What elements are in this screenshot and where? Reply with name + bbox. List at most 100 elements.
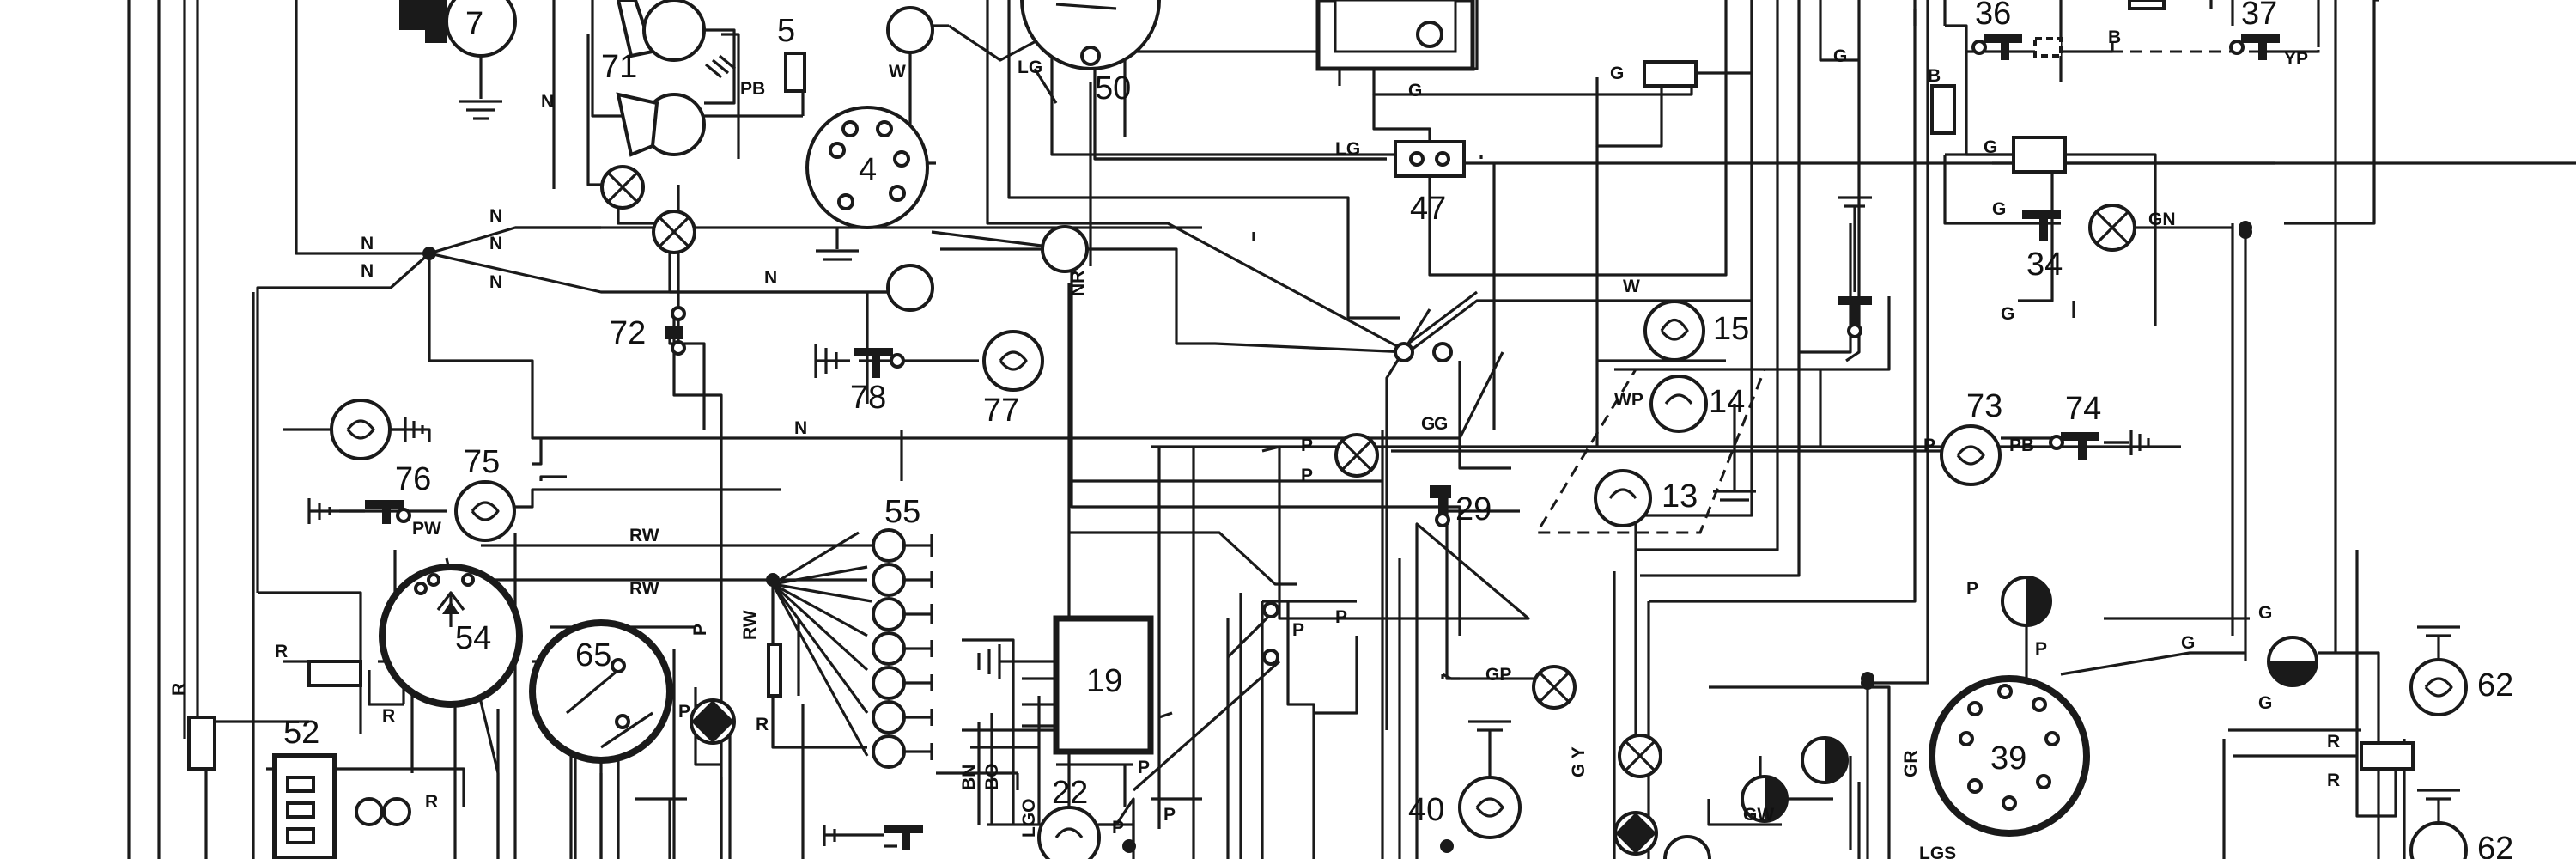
svg-text:LG: LG (1335, 139, 1360, 159)
component-54: 54 RW RW (379, 526, 659, 708)
svg-text:NR: NR (1068, 271, 1088, 296)
svg-text:P: P (1301, 436, 1313, 455)
svg-text:19: 19 (1086, 663, 1122, 699)
svg-text:22: 22 (1052, 775, 1088, 811)
svg-text:R: R (382, 706, 395, 726)
switch-bottom-T (823, 825, 923, 850)
component-15: 15 W (1623, 277, 1749, 362)
component-62b: 62 R R (2327, 732, 2513, 859)
svg-text:36: 36 (1975, 0, 2011, 32)
svg-text:74: 74 (2065, 391, 2101, 427)
svg-text:N: N (764, 268, 777, 288)
svg-text:34: 34 (2026, 247, 2063, 283)
svg-text:B: B (1928, 66, 1941, 86)
svg-text:N: N (489, 272, 502, 292)
svg-text:15: 15 (1713, 311, 1749, 347)
svg-text:BO: BO (982, 764, 1002, 791)
svg-text:4: 4 (859, 152, 877, 188)
wire-labels: N N N N N N N N PB W G (361, 62, 1448, 438)
svg-text:RW: RW (629, 526, 659, 545)
svg-text:W: W (1623, 277, 1640, 296)
svg-text:G: G (1421, 414, 1435, 434)
component-39: 39 GR G LGS (1861, 633, 2195, 859)
switch-ground-T (1838, 196, 1872, 338)
component-40: 40 (1408, 720, 1522, 839)
component-29: 29 G (1421, 414, 1492, 527)
svg-text:PW: PW (412, 519, 441, 539)
svg-text:P: P (1335, 607, 1347, 627)
svg-text:PB: PB (2009, 436, 2034, 455)
component-52: 52 R (272, 715, 438, 859)
svg-text:37: 37 (2241, 0, 2277, 32)
component-37: 37 YP (2128, 0, 2308, 69)
relay-P: P P (1262, 601, 1347, 666)
lamp-GP: GP (1485, 665, 1577, 710)
component-5: 5 (777, 13, 806, 93)
svg-text:LGO: LGO (1019, 799, 1039, 838)
svg-text:B: B (2108, 27, 2121, 47)
svg-text:72: 72 (610, 315, 646, 351)
fuse-R: R R R (169, 642, 395, 771)
svg-text:7: 7 (465, 6, 483, 42)
component-4: 4 (805, 106, 929, 261)
svg-text:55: 55 (884, 494, 920, 530)
svg-text:YP: YP (2284, 49, 2308, 69)
black-white-lamp: P (690, 624, 736, 745)
svg-text:75: 75 (464, 444, 500, 480)
component-65: 65 P (529, 619, 690, 764)
wiring-harness (127, 0, 2576, 859)
svg-text:W: W (889, 62, 906, 82)
svg-text:40: 40 (1408, 792, 1444, 828)
svg-text:P: P (1163, 805, 1176, 825)
component-50: 50 LG (1018, 0, 1161, 107)
svg-text:P: P (678, 702, 690, 722)
component-72: 72 (610, 210, 696, 356)
svg-text:47: 47 (1410, 191, 1446, 227)
svg-text:5: 5 (777, 13, 795, 49)
svg-text:N: N (489, 206, 502, 226)
component-73: 73 P PB (1923, 388, 2034, 486)
svg-text:52: 52 (283, 715, 319, 751)
svg-text:76: 76 (395, 461, 431, 497)
svg-text:50: 50 (1095, 70, 1131, 107)
svg-text:73: 73 (1966, 388, 2002, 424)
svg-text:P: P (1112, 818, 1124, 838)
svg-text:G: G (2001, 304, 2014, 324)
svg-text:77: 77 (983, 393, 1019, 429)
svg-text:RW: RW (740, 610, 760, 640)
lamp-GY: G Y (1569, 734, 1662, 856)
lamp-x (600, 165, 645, 210)
svg-text:N: N (361, 261, 374, 281)
svg-text:LGS: LGS (1919, 844, 1956, 859)
svg-text:78: 78 (850, 380, 886, 416)
svg-text:N: N (489, 234, 502, 253)
svg-text:62: 62 (2477, 831, 2513, 859)
svg-text:R: R (169, 683, 189, 696)
svg-text:R: R (2327, 732, 2340, 752)
svg-text:R: R (756, 715, 769, 734)
svg-text:P: P (1138, 758, 1150, 777)
svg-text:G: G (1833, 46, 1847, 66)
svg-text:P: P (1923, 436, 1935, 455)
svg-text:G: G (1984, 137, 1997, 157)
junction-dots (422, 221, 2252, 853)
component-22: 22 BN BO LGO P P P (959, 758, 1176, 859)
svg-text:65: 65 (575, 637, 611, 673)
svg-text:54: 54 (455, 620, 491, 656)
svg-text:G: G (2258, 603, 2272, 623)
svg-text:G: G (1408, 81, 1422, 101)
half-lamps: GW P P (1663, 576, 2052, 859)
component-19: 19 (977, 615, 1154, 755)
component-36: 36 B B (1928, 0, 2121, 135)
svg-text:GR: GR (1901, 751, 1921, 778)
svg-text:GP: GP (1485, 665, 1511, 685)
component-77: 77 NR (982, 271, 1088, 429)
svg-text:P: P (690, 624, 710, 636)
svg-text:RW: RW (629, 579, 659, 599)
svg-text:39: 39 (1990, 740, 2026, 777)
svg-text:G Y: G Y (1569, 746, 1589, 777)
svg-text:G: G (1992, 199, 2006, 219)
svg-text:G: G (2181, 633, 2195, 653)
svg-text:14: 14 (1709, 384, 1745, 420)
